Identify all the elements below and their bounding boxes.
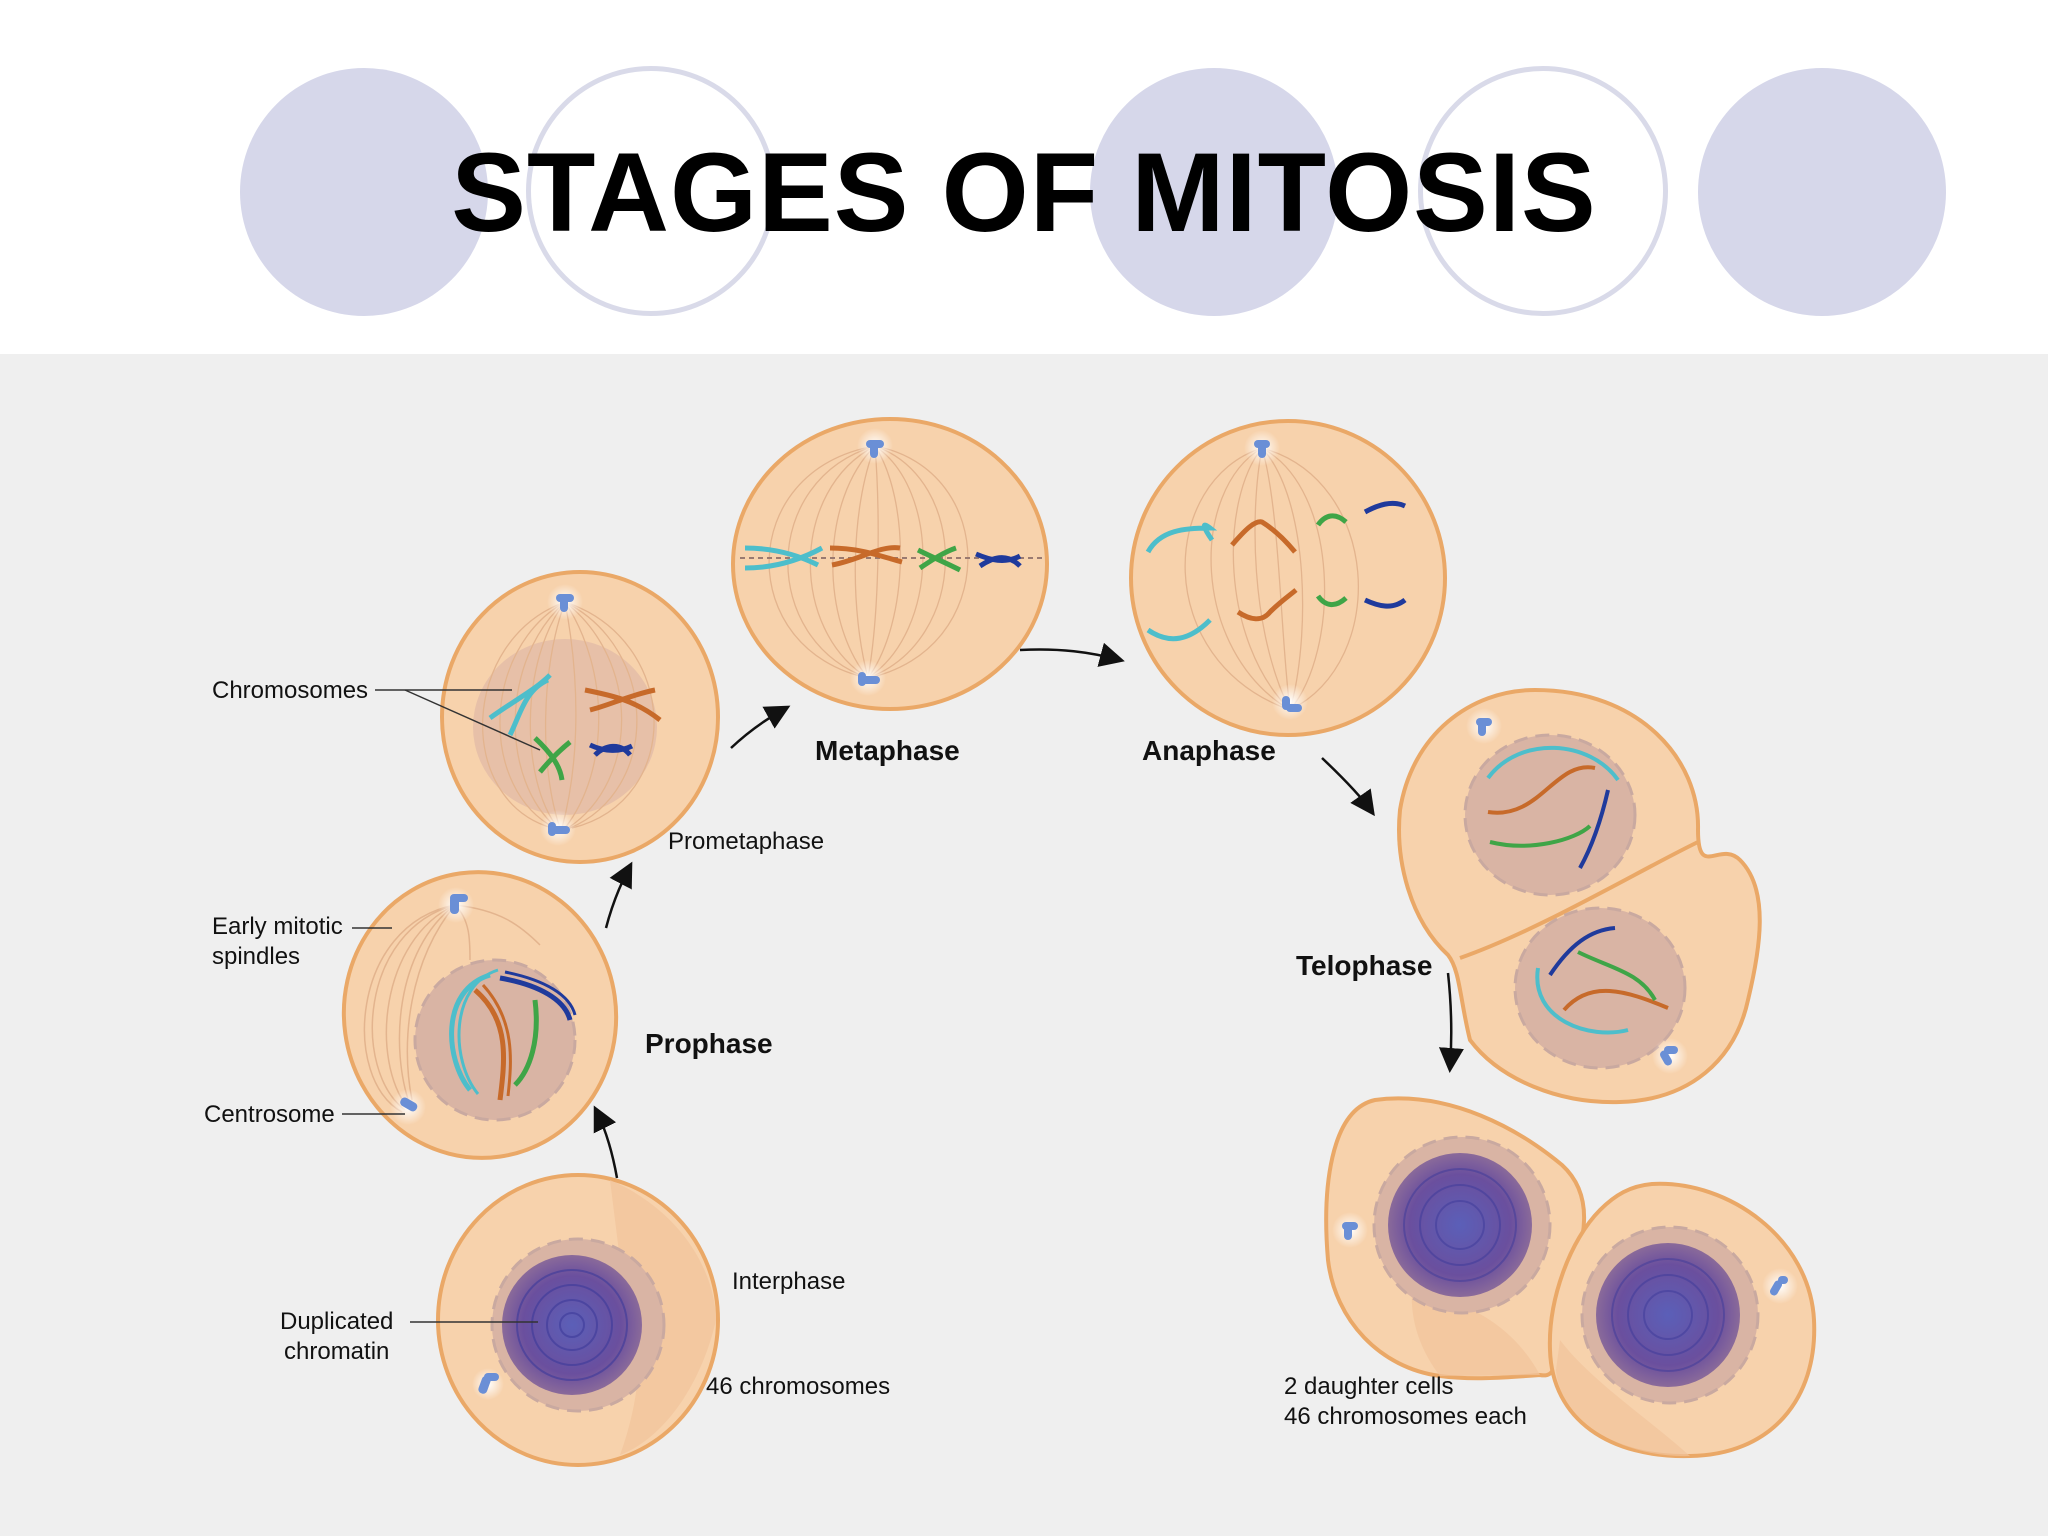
chromosomes-label: Chromosomes: [212, 677, 368, 704]
centrosome-icon: [1342, 1222, 1358, 1240]
interphase-label: Interphase: [732, 1268, 845, 1295]
centrosome-icon: [1770, 1276, 1788, 1296]
early-spindles-label-2: spindles: [212, 943, 300, 970]
prometaphase-label: Prometaphase: [668, 828, 824, 855]
mitosis-diagram: Chromosomes Early mitotic spindles Centr…: [204, 417, 1817, 1467]
decorative-circle: [1090, 68, 1338, 316]
centrosome-icon: [450, 894, 468, 914]
chromatin-mass: [502, 1255, 642, 1395]
daughter-cells: [1324, 1096, 1817, 1459]
anaphase-label: Anaphase: [1142, 735, 1276, 766]
metaphase-cell: [731, 417, 1049, 711]
page-title: STAGES OF MITOSIS: [451, 130, 1597, 255]
leader-lines: [342, 689, 541, 1323]
arrow-telophase-to-daughters: [1438, 972, 1464, 1073]
interphase-cell: [436, 1173, 720, 1467]
arrow-interphase-to-prophase: [593, 1105, 619, 1179]
duplicated-chromatin-label-2: chromatin: [284, 1338, 389, 1365]
centrosome-label: Centrosome: [204, 1101, 335, 1128]
diagram-area: Chromosomes Early mitotic spindles Centr…: [0, 354, 2048, 1536]
cycle-arrows: [593, 642, 1464, 1179]
daughter-cells-label: 2 daughter cells: [1284, 1373, 1453, 1400]
duplicated-chromatin-label: Duplicated: [280, 1308, 393, 1335]
prometaphase-cell: [440, 570, 720, 864]
centrosome-icon: [1476, 718, 1492, 736]
telophase-cells: [1397, 687, 1762, 1105]
early-spindles-label: Early mitotic: [212, 913, 343, 940]
decorative-circle: [240, 68, 488, 316]
arrow-metaphase-to-anaphase: [1019, 642, 1125, 667]
decorative-ring: [526, 66, 776, 316]
prophase-label: Prophase: [645, 1028, 773, 1059]
arrow-prometaphase-to-metaphase: [730, 705, 791, 749]
daughter-cells-label-2: 46 chromosomes each: [1284, 1403, 1527, 1430]
centrosome-icon: [1660, 1046, 1678, 1066]
chromatin-mass: [1388, 1153, 1532, 1297]
centrosome-icon: [548, 822, 570, 836]
arrow-anaphase-to-telophase: [1321, 757, 1375, 817]
centrosome-icon: [556, 594, 574, 612]
centrosome-icon: [400, 1097, 418, 1112]
arrow-prophase-to-prometaphase: [604, 861, 633, 929]
centrosome-icon: [478, 1373, 499, 1394]
centrosome-icon: [1282, 696, 1302, 712]
telophase-label: Telophase: [1296, 950, 1432, 981]
slide-header: STAGES OF MITOSIS: [0, 0, 2048, 354]
chromatin-mass: [1596, 1243, 1740, 1387]
metaphase-label: Metaphase: [815, 735, 960, 766]
interphase-count-label: 46 chromosomes: [706, 1373, 890, 1400]
decorative-ring: [1418, 66, 1668, 316]
centrosome-icon: [1254, 440, 1270, 458]
decorative-circle: [1698, 68, 1946, 316]
prophase-cell: [341, 870, 619, 1160]
centrosome-icon: [866, 440, 884, 458]
centrosome-icon: [858, 672, 880, 686]
anaphase-cell: [1129, 419, 1447, 737]
